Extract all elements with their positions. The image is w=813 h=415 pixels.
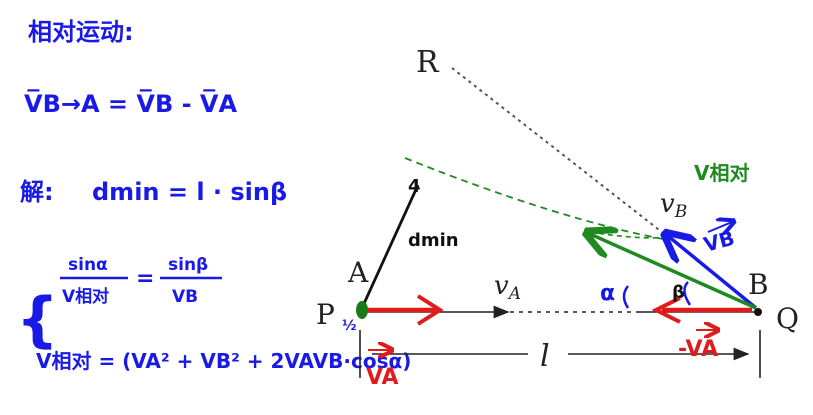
point-p-label: P xyxy=(316,298,335,331)
v-rel-magnitude-equation: V相对 = (VA² + VB² + 2VAVB·cosα) ½ xyxy=(36,318,411,373)
beta-angle-label: β xyxy=(672,282,685,303)
solution-label: 解: xyxy=(20,178,54,206)
vb-denominator: VB xyxy=(172,287,198,307)
v-rel-exponent: ½ xyxy=(342,318,357,334)
minus-va-hand-label: -VA xyxy=(678,337,718,362)
relative-velocity-text: V̅B→A = V̅B - V̅A xyxy=(24,88,237,118)
green-dashed-line xyxy=(404,157,669,241)
system-brace: { xyxy=(16,285,59,355)
alpha-angle-arc xyxy=(622,285,630,309)
vrel-hand-label: V相对 xyxy=(694,161,749,185)
point-a-label: A xyxy=(347,256,369,289)
sine-ratio-equation: sinα V相对 = sinβ VB xyxy=(60,255,222,307)
dmin-formula: dmin = l · sinβ xyxy=(92,178,287,206)
va-label: vA xyxy=(494,271,521,304)
relative-velocity-equation: V̅B→A = V̅B - V̅A xyxy=(24,88,237,118)
point-b-dot xyxy=(754,308,762,316)
point-q-label: Q xyxy=(776,302,799,335)
point-r-label: R xyxy=(416,45,440,80)
dashed-line-r-b xyxy=(451,67,673,241)
green-dashed-arc xyxy=(589,231,669,239)
va-label-main: v xyxy=(494,271,509,301)
blue-vb-vector xyxy=(668,236,758,310)
vb-label: vB xyxy=(660,189,687,222)
va-red-hand-label: VA xyxy=(366,365,399,390)
beta-angle-arc xyxy=(683,281,692,306)
point-b-label: B xyxy=(748,268,769,301)
alpha-angle-label: α xyxy=(600,281,615,306)
vb-hand-label: VB xyxy=(701,226,737,257)
dmin-line xyxy=(360,184,420,309)
vb-label-main: v xyxy=(660,189,675,219)
l-label: l xyxy=(540,339,550,374)
heading-relative-motion: 相对运动: xyxy=(28,18,134,46)
red-va-arrow-head xyxy=(416,294,444,326)
dmin-label: dmin xyxy=(408,230,459,251)
vb-label-sub: B xyxy=(674,202,688,222)
sin-alpha-numerator: sinα xyxy=(68,255,108,275)
green-vrel-vector xyxy=(590,234,757,310)
va-label-sub: A xyxy=(507,284,521,304)
vb-hand-overarrow xyxy=(707,222,732,232)
v-rel-denominator: V相对 xyxy=(62,286,109,307)
ratio-equals: = xyxy=(136,266,154,291)
dmin-tick-mark: 4 xyxy=(408,176,421,197)
sin-beta-numerator: sinβ xyxy=(168,255,208,275)
red-minus-va-arrow-head xyxy=(651,296,681,324)
point-a-dot xyxy=(356,301,368,319)
v-rel-formula: V相对 = (VA² + VB² + 2VAVB·cosα) xyxy=(36,349,411,373)
